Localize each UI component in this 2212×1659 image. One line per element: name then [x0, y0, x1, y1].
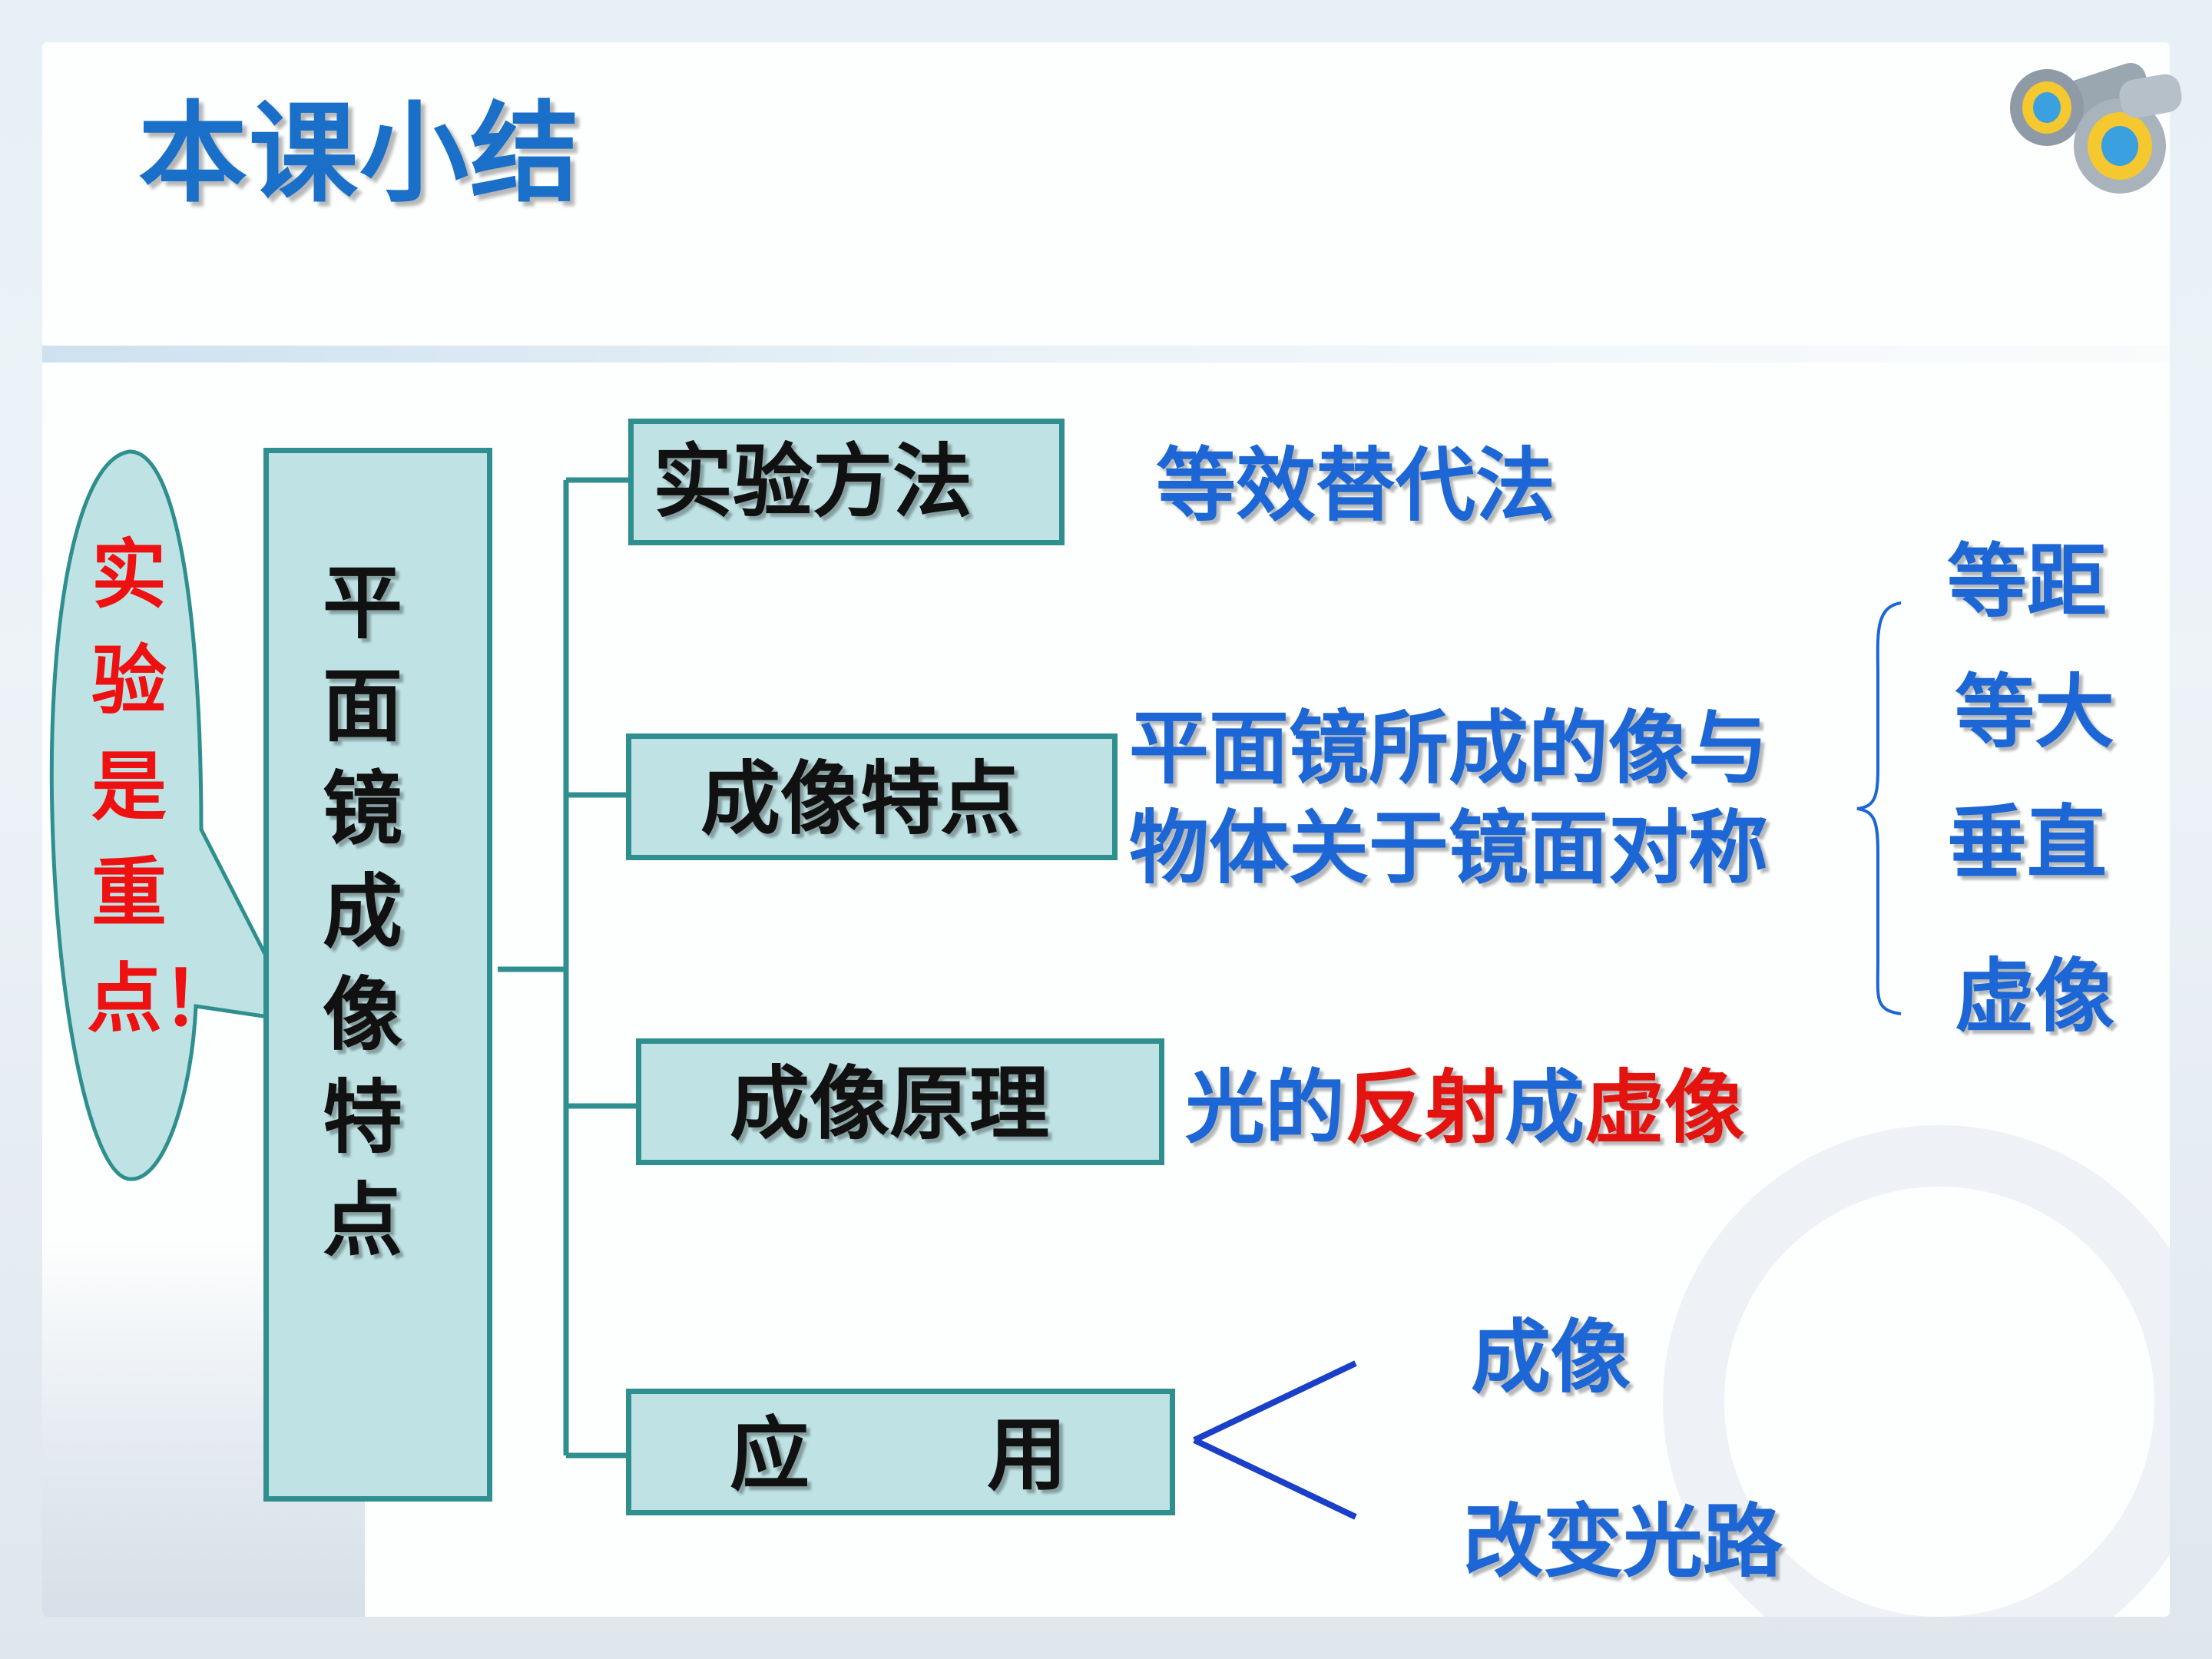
branch-label-method: 实验方法: [653, 435, 973, 528]
branch-box-application: [626, 1389, 1175, 1515]
application-item-imaging: 成像: [1471, 1310, 1631, 1404]
feature-point-virtual-image: 虚像: [1955, 949, 2115, 1043]
binoculars-icon: [2010, 62, 2182, 194]
application-fork: [1193, 1360, 1357, 1520]
feature-point-equal-distance: 等距: [1947, 535, 2108, 628]
branch-box-features: [626, 733, 1118, 860]
branch-box-method: [628, 419, 1065, 545]
features-detail-line1: 平面镜所成的像与: [1129, 701, 1769, 795]
principle-part-1: 光的: [1185, 1061, 1346, 1154]
principle-detail: 光的反射成虚像: [1185, 1068, 1744, 1147]
tree-connector: [498, 477, 636, 1459]
principle-part-reflection: 反射: [1345, 1061, 1505, 1154]
callout-text: 实验是重点！: [87, 531, 238, 1043]
branch-label-application-left: 应: [730, 1408, 810, 1502]
method-detail: 等效替代法: [1156, 439, 1556, 532]
principle-part-3: 成: [1505, 1061, 1585, 1154]
feature-point-equal-size: 等大: [1955, 665, 2115, 759]
curly-brace: [1856, 601, 1902, 1015]
branch-label-features: 成像特点: [700, 752, 1021, 846]
application-item-change-light-path: 改变光路: [1463, 1495, 1783, 1588]
main-topic-box: [263, 448, 492, 1502]
branch-label-application-right: 用: [987, 1408, 1068, 1502]
slide-title: 本课小结: [138, 91, 581, 217]
title-divider: [42, 346, 2170, 363]
callout-bubble: [49, 449, 303, 1181]
main-topic-label: 平面镜成像特点: [323, 556, 403, 1267]
features-detail-line2: 物体关于镜面对称: [1129, 801, 1769, 895]
branch-box-principle: [636, 1038, 1164, 1165]
feature-point-perpendicular: 垂直: [1947, 796, 2108, 889]
branch-label-principle: 成像原理: [730, 1057, 1050, 1151]
principle-part-virtual-image: 虚像: [1584, 1061, 1745, 1154]
